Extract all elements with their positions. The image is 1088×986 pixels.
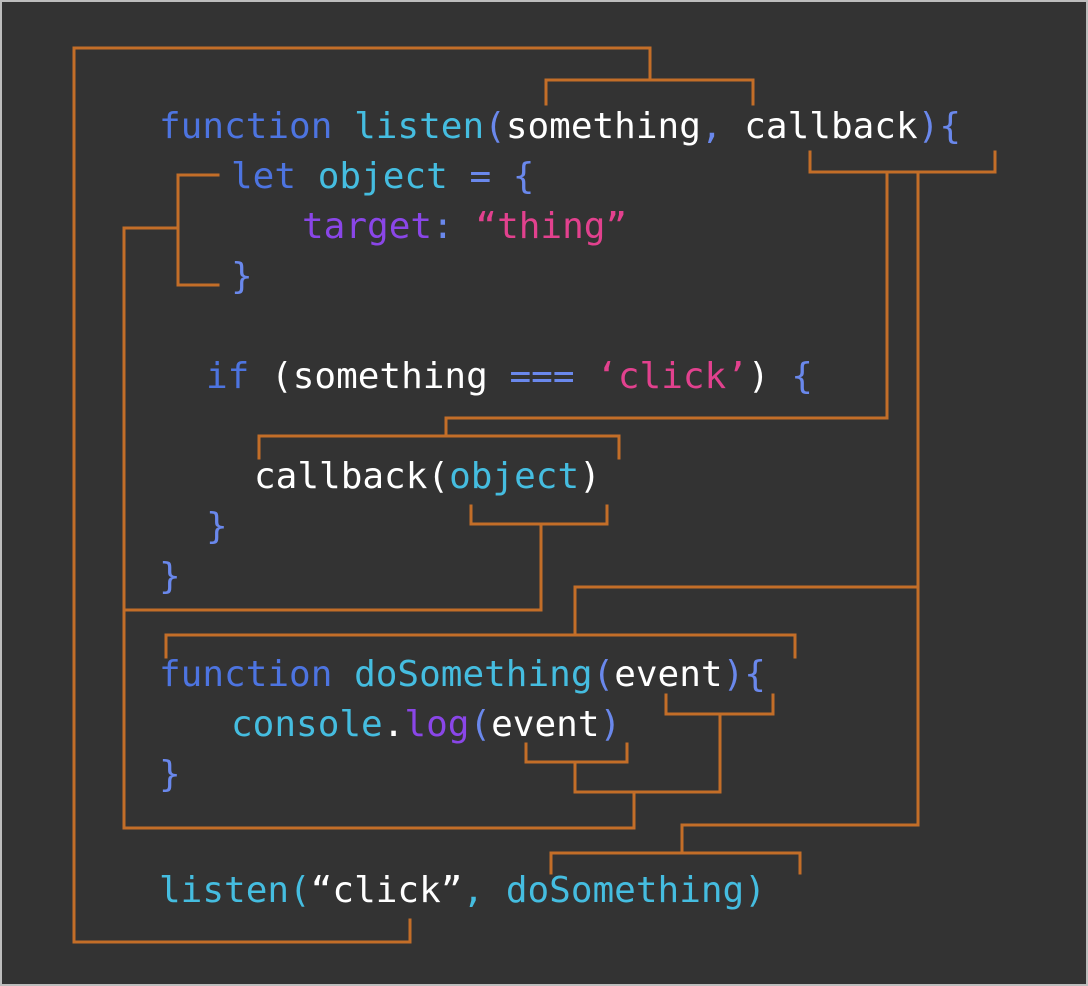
code-token-punctuation: } — [206, 506, 228, 547]
code-token-identifier: ) — [579, 456, 601, 497]
wire-callback-param-to-dosomething — [573, 170, 920, 637]
code-token-punctuation: } — [159, 556, 181, 597]
wire-callback-param-to-call — [444, 170, 889, 438]
code-token-string: ‘click’ — [596, 356, 748, 397]
code-token-punctuation: { — [791, 356, 813, 397]
code-token-punctuation: ) — [599, 704, 622, 745]
code-token-keyword: if — [206, 356, 250, 397]
code-token-function-name: object — [317, 156, 448, 197]
code-token-keyword: let — [231, 156, 297, 197]
code-token-property: log — [404, 704, 470, 745]
code-token-identifier: ( — [249, 356, 293, 397]
code-token-function-name: , — [462, 870, 506, 911]
code-token-space — [332, 654, 354, 695]
code-token-identifier: event — [491, 704, 600, 745]
code-line-callback-call: callback(object) — [254, 452, 601, 502]
bracket-callback-param — [808, 150, 997, 174]
code-line-listen-declaration: function listen(something, callback){ — [159, 102, 961, 152]
bracket-callback-call — [257, 434, 621, 460]
wire-event-param-to-log-arg — [573, 712, 722, 794]
code-token-function-name: console — [231, 704, 383, 745]
code-line-target-property: target: “thing” — [302, 202, 627, 252]
code-token-identifier: event — [614, 654, 723, 695]
code-token-function-name: doSomething — [505, 870, 745, 911]
code-token-function-name: ( — [289, 870, 311, 911]
code-token-punctuation: ){ — [917, 106, 961, 147]
code-token-identifier: callback — [744, 106, 918, 147]
code-token-punctuation: } — [231, 256, 253, 297]
code-line-if-statement: if (something === ‘click’) { — [206, 352, 813, 402]
code-token-keyword: function — [159, 106, 333, 147]
code-token-identifier: . — [382, 704, 405, 745]
bracket-object-literal — [176, 173, 220, 287]
code-token-punctuation: } — [159, 754, 181, 795]
wire-listen-call-to-declaration — [72, 46, 652, 944]
code-token-space — [296, 156, 318, 197]
code-line-dosomething-close: } — [159, 750, 181, 800]
code-token-string: “thing” — [475, 206, 628, 247]
code-token-function-name: object — [449, 456, 580, 497]
bracket-object-arg — [469, 504, 609, 526]
code-token-identifier: callback — [254, 456, 428, 497]
code-token-keyword: function — [159, 654, 333, 695]
code-token-punctuation: ( — [469, 704, 492, 745]
code-token-function-name: listen — [354, 106, 485, 147]
code-line-object-close: } — [231, 252, 253, 302]
code-token-property: target — [302, 206, 433, 247]
code-token-identifier: “click” — [310, 870, 463, 911]
code-line-listen-close: } — [159, 552, 181, 602]
wire-dosomething-arg-to-callback — [680, 585, 920, 855]
code-token-space — [332, 106, 354, 147]
code-token-punctuation: : — [432, 206, 476, 247]
code-line-dosomething-declaration: function doSomething(event){ — [159, 650, 766, 700]
code-token-punctuation: === — [487, 356, 597, 397]
code-token-identifier: ) — [747, 356, 792, 397]
code-token-identifier: something — [505, 106, 701, 147]
code-token-punctuation: ( — [592, 654, 615, 695]
bracket-dosomething-arg — [549, 851, 802, 875]
code-line-let-object: let object = { — [231, 152, 534, 202]
code-line-listen-invocation: listen(“click”, doSomething) — [159, 866, 766, 916]
code-token-punctuation: ){ — [722, 654, 766, 695]
code-token-function-name: ) — [744, 870, 766, 911]
code-token-function-name: doSomething — [354, 654, 593, 695]
code-line-if-close: } — [206, 502, 228, 552]
code-token-identifier: ( — [427, 456, 450, 497]
bracket-dosomething-declaration — [164, 633, 797, 659]
code-token-punctuation: , — [700, 106, 745, 147]
code-token-punctuation: = { — [447, 156, 535, 197]
code-token-punctuation: ( — [484, 106, 506, 147]
code-token-function-name: listen — [159, 870, 290, 911]
wire-object-to-event — [122, 608, 636, 830]
bracket-listen-params — [544, 78, 755, 106]
code-token-identifier: something — [292, 356, 488, 397]
code-line-console-log: console.log(event) — [231, 700, 621, 750]
